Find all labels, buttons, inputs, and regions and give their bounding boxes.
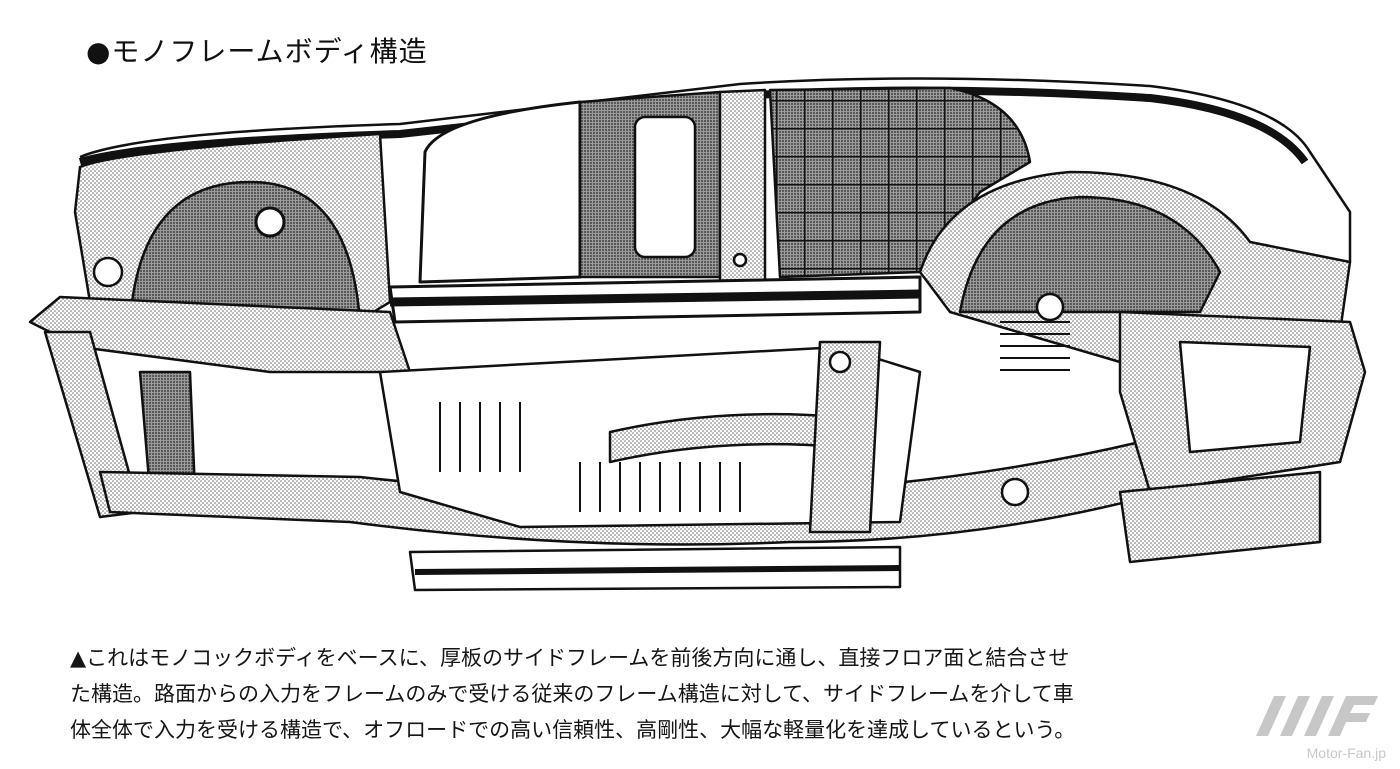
floor-crossmember — [808, 340, 882, 534]
rear-frame-opening — [1178, 340, 1312, 454]
rear-quarter-panel — [768, 86, 1032, 279]
mid-mount — [828, 350, 852, 374]
front-hole — [92, 256, 124, 288]
motor-fan-watermark: Motor-Fan.jp — [1246, 691, 1386, 761]
motor-fan-logo-icon — [1256, 696, 1378, 736]
mono-frame-body-illustration — [28, 77, 1367, 592]
caption-line-3: 体全体で入力を受ける構造で、オフロードでの高い信頼性、高剛性、大幅な軽量化を達成… — [70, 718, 1076, 742]
page-title: ●モノフレームボディ構造 — [86, 35, 428, 68]
rear-lower-box — [1118, 470, 1322, 564]
caption-line-2: た構造。路面からの入力をフレームのみで受ける従来のフレーム構造に対して、サイドフ… — [70, 682, 1074, 706]
b-pillar-window — [633, 115, 697, 259]
b-pillar-hole — [732, 252, 748, 268]
front-wheel-arch — [128, 180, 362, 323]
strut-hole — [254, 206, 286, 238]
side-window-front — [418, 100, 582, 284]
watermark-text: Motor-Fan.jp — [1306, 745, 1386, 761]
caption-line-1: ▲これはモノコックボディをベースに、厚板のサイドフレームを前後方向に通し、直接フ… — [70, 646, 1070, 670]
caption: ▲これはモノコックボディをベースに、厚板のサイドフレームを前後方向に通し、直接フ… — [70, 640, 1300, 748]
floor-ribs — [439, 321, 1070, 512]
rear-wheel-arch — [958, 195, 1222, 314]
rear-mount-upper — [1035, 292, 1065, 322]
rear-mount-lower — [1000, 477, 1030, 507]
